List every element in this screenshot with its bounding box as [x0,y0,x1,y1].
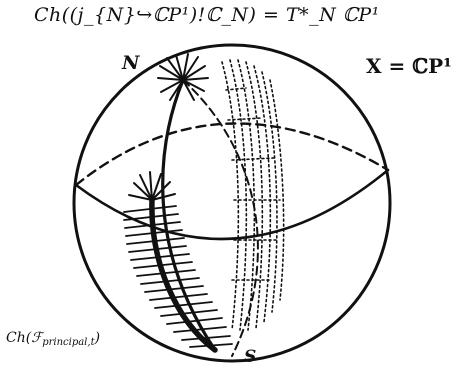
north-spray [157,53,209,101]
bottom-formula: Ch(ℱprincipal,t) [6,330,100,348]
meridian-front [161,78,217,352]
equator-back [74,122,390,187]
bottom-formula-close: ) [94,330,101,346]
space-label: X = ℂP¹ [366,54,452,78]
back-hatching [221,59,285,331]
bottom-formula-subscript: principal,t [42,337,95,348]
north-pole-label: N [122,52,140,74]
sphere-outline [72,43,392,363]
equator-spray [128,171,176,201]
south-pole-label: S [244,347,257,367]
top-formula: Ch((j_{N}↪ℂP¹)!ℂ_N) = T*_N ℂP¹ [34,4,380,26]
bottom-formula-main: Ch(ℱ [6,330,43,346]
equator-front [74,168,390,241]
meridian-thick [149,197,218,353]
